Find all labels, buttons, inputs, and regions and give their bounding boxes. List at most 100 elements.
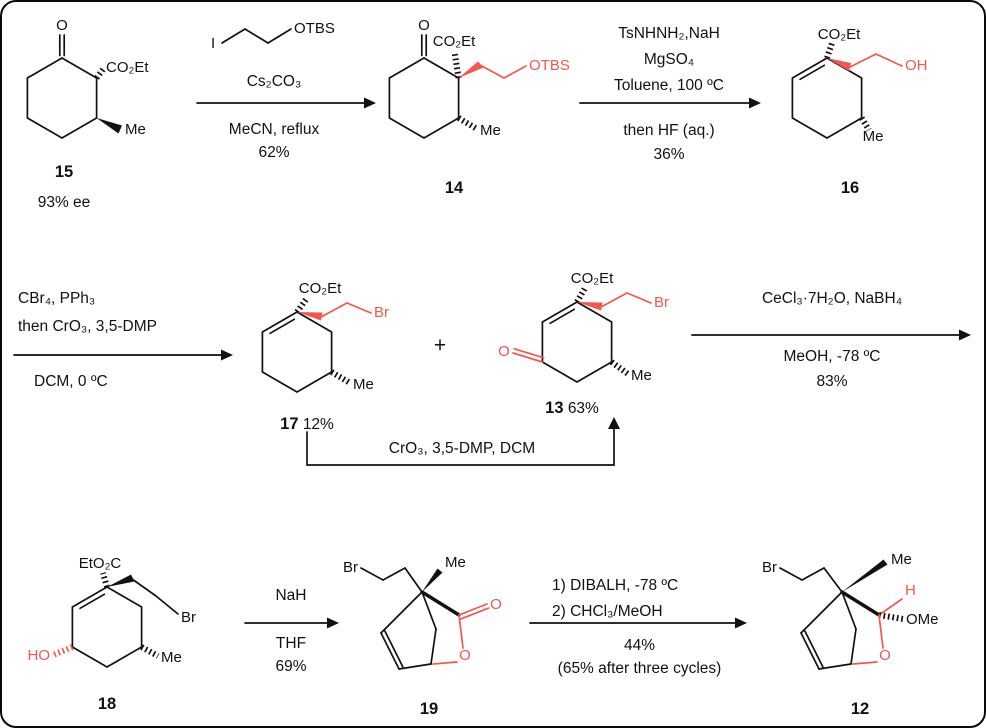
compound-13-number: 13: [545, 399, 564, 417]
c18-bromo-label: Br: [181, 609, 196, 626]
compound-19-number: 19: [419, 700, 439, 718]
c19-bromo-label: Br: [343, 559, 358, 576]
compound-14-number: 14: [444, 179, 464, 197]
c12-bromo-label: Br: [762, 559, 777, 576]
compound-13-yield: 63%: [567, 400, 599, 417]
arrowhead: [749, 97, 761, 109]
step4-yield: 83%: [816, 373, 848, 390]
compound-17-yield: 12%: [302, 416, 334, 433]
hash-bond: [294, 296, 310, 314]
step1-reagent-above: Cs₂CO₃: [246, 73, 302, 90]
c16-methyl-label: Me: [863, 128, 884, 145]
plus-sign: +: [433, 334, 447, 357]
hash-bond: [94, 66, 107, 80]
reagent-iodide-otbs-structure: I OTBS: [211, 20, 335, 52]
skeleton-bonds: [221, 28, 292, 44]
reagent-iodine-label: I: [211, 35, 215, 52]
c15-ester-label: CO₂Et: [106, 59, 149, 76]
step7-reagent-1: 1) DIBALH, -78 ºC: [552, 577, 679, 594]
step2-conditions: Toluene, 100 ºC: [614, 77, 724, 94]
skeleton-bonds: [360, 567, 490, 670]
step1-solvent: MeCN, reflux: [228, 121, 320, 138]
step6-reagent: NaH: [275, 587, 307, 604]
c12-methyl-label: Me: [891, 551, 912, 568]
c18-ester-label: EtO₂C: [79, 555, 122, 572]
hash-bond: [824, 42, 835, 59]
wedge-bond: [297, 312, 323, 321]
step2-then: then HF (aq.): [623, 122, 715, 139]
skeleton-bonds: [791, 42, 903, 139]
structure-17: CO₂Et Br Me: [261, 280, 389, 393]
skeleton-bonds: [261, 296, 372, 393]
arrowhead: [608, 417, 620, 429]
step3-reagent-2: then CrO₃, 3,5-DMP: [18, 318, 157, 335]
step3-reagent-1: CBr₄, PPh₃: [18, 290, 96, 307]
compound-15-number: 15: [54, 163, 74, 181]
skeleton-bonds: [26, 34, 122, 139]
step6-solvent: THF: [275, 635, 307, 652]
c13-methyl-label: Me: [631, 367, 652, 384]
step5-reagent: CrO₃, 3,5-DMP, DCM: [388, 440, 536, 457]
wedge-bond: [96, 118, 122, 134]
structure-19: Br Me O O: [343, 554, 502, 670]
c16-hydroxyl-label: OH: [905, 57, 928, 74]
c12-anomeric-h-label: H: [905, 582, 916, 599]
wedge-bond: [577, 302, 603, 311]
c13-bromo-label: Br: [654, 294, 669, 311]
wedge-bond: [458, 61, 484, 78]
structure-18: EtO₂C Br HO Me: [28, 555, 196, 668]
c14-otbs-label: OTBS: [529, 57, 570, 74]
step6-yield: 69%: [275, 658, 307, 675]
c15-methyl-label: Me: [125, 121, 146, 138]
c12-ring-o-label: O: [879, 647, 891, 664]
compound-12-number: 12: [850, 700, 870, 718]
c15-ketone-o-label: O: [56, 17, 68, 34]
compound-15-ee-note: 93% ee: [37, 194, 91, 211]
arrow-step2: [579, 97, 761, 109]
c14-ketone-o-label: O: [418, 17, 430, 34]
structure-15: O CO₂Et Me: [26, 17, 149, 139]
hash-bond: [51, 644, 74, 658]
arrow-step5-connector: [306, 417, 620, 466]
hash-bond: [330, 369, 352, 386]
structure-16: CO₂Et OH Me: [791, 26, 928, 145]
step2-reagent-1: TsNHNH₂,NaH: [618, 25, 720, 42]
hash-bond: [457, 115, 479, 132]
wedge-bond: [827, 58, 851, 71]
compound-17-number: 17: [280, 415, 299, 433]
arrowhead: [327, 617, 339, 629]
hash-bond: [609, 359, 630, 377]
structure-13: O CO₂Et Br Me: [498, 270, 669, 384]
compound-17-label: 17 12%: [242, 414, 372, 435]
c19-carbonyl-o-label: O: [490, 596, 502, 613]
c17-methyl-label: Me: [353, 376, 374, 393]
compound-18-number: 18: [97, 695, 117, 713]
c18-hydroxyl-label: HO: [28, 647, 51, 664]
reagent-otbs-label: OTBS: [294, 20, 335, 37]
step4-conditions: MeOH, -78 ºC: [783, 348, 881, 365]
arrow-step6: [244, 617, 339, 629]
wedge-bond: [842, 559, 888, 592]
c19-methyl-label: Me: [445, 554, 466, 571]
hash-bond: [574, 286, 588, 304]
step3-solvent: DCM, 0 ºC: [34, 373, 108, 390]
step1-yield: 62%: [258, 144, 290, 161]
skeleton-bonds: [51, 572, 179, 668]
c18-methyl-label: Me: [161, 649, 182, 666]
arrow-step4: [691, 329, 971, 341]
hash-bond: [100, 572, 110, 588]
step4-reagent: CeCl₃·7H₂O, NaBH₄: [761, 290, 903, 307]
c17-bromo-label: Br: [374, 304, 389, 321]
step2-reagent-2: MgSO₄: [643, 51, 695, 68]
c16-ester-label: CO₂Et: [818, 26, 861, 43]
c12-methoxy-label: OMe: [906, 611, 939, 628]
step7-yield: 44%: [623, 637, 656, 654]
hash-bond: [878, 612, 904, 622]
c14-ester-label: CO₂Et: [433, 33, 476, 50]
step2-yield: 36%: [653, 146, 685, 163]
c14-methyl-label: Me: [480, 122, 501, 139]
arrowhead: [959, 329, 971, 341]
compound-13-label: 13 63%: [507, 398, 637, 419]
skeleton-bonds: [779, 559, 904, 670]
